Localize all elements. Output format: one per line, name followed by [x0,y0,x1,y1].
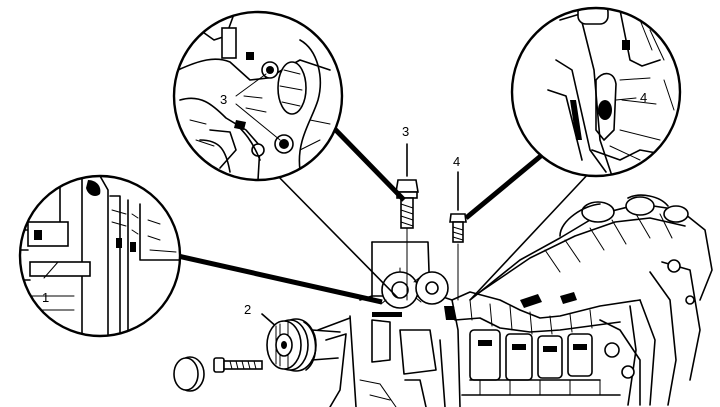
bolt-3 [395,143,419,301]
detail-circle-1 [18,174,182,338]
tensioner-pulley-2 [261,313,341,372]
engine-assembly [317,194,713,407]
detail-circle-4 [510,6,682,178]
detail-circle-3 [172,10,344,182]
callout-3-detail: 3 [220,92,227,107]
callout-4-detail: 4 [640,90,647,105]
callout-1: 1 [42,290,49,305]
pulley-bolt [213,357,263,373]
detail-leaders [177,118,591,305]
callout-3-top: 3 [402,124,409,139]
callout-4-top: 4 [453,154,460,169]
pulley-cap [173,356,205,392]
callout-2: 2 [244,302,251,317]
bolt-4 [449,171,467,301]
